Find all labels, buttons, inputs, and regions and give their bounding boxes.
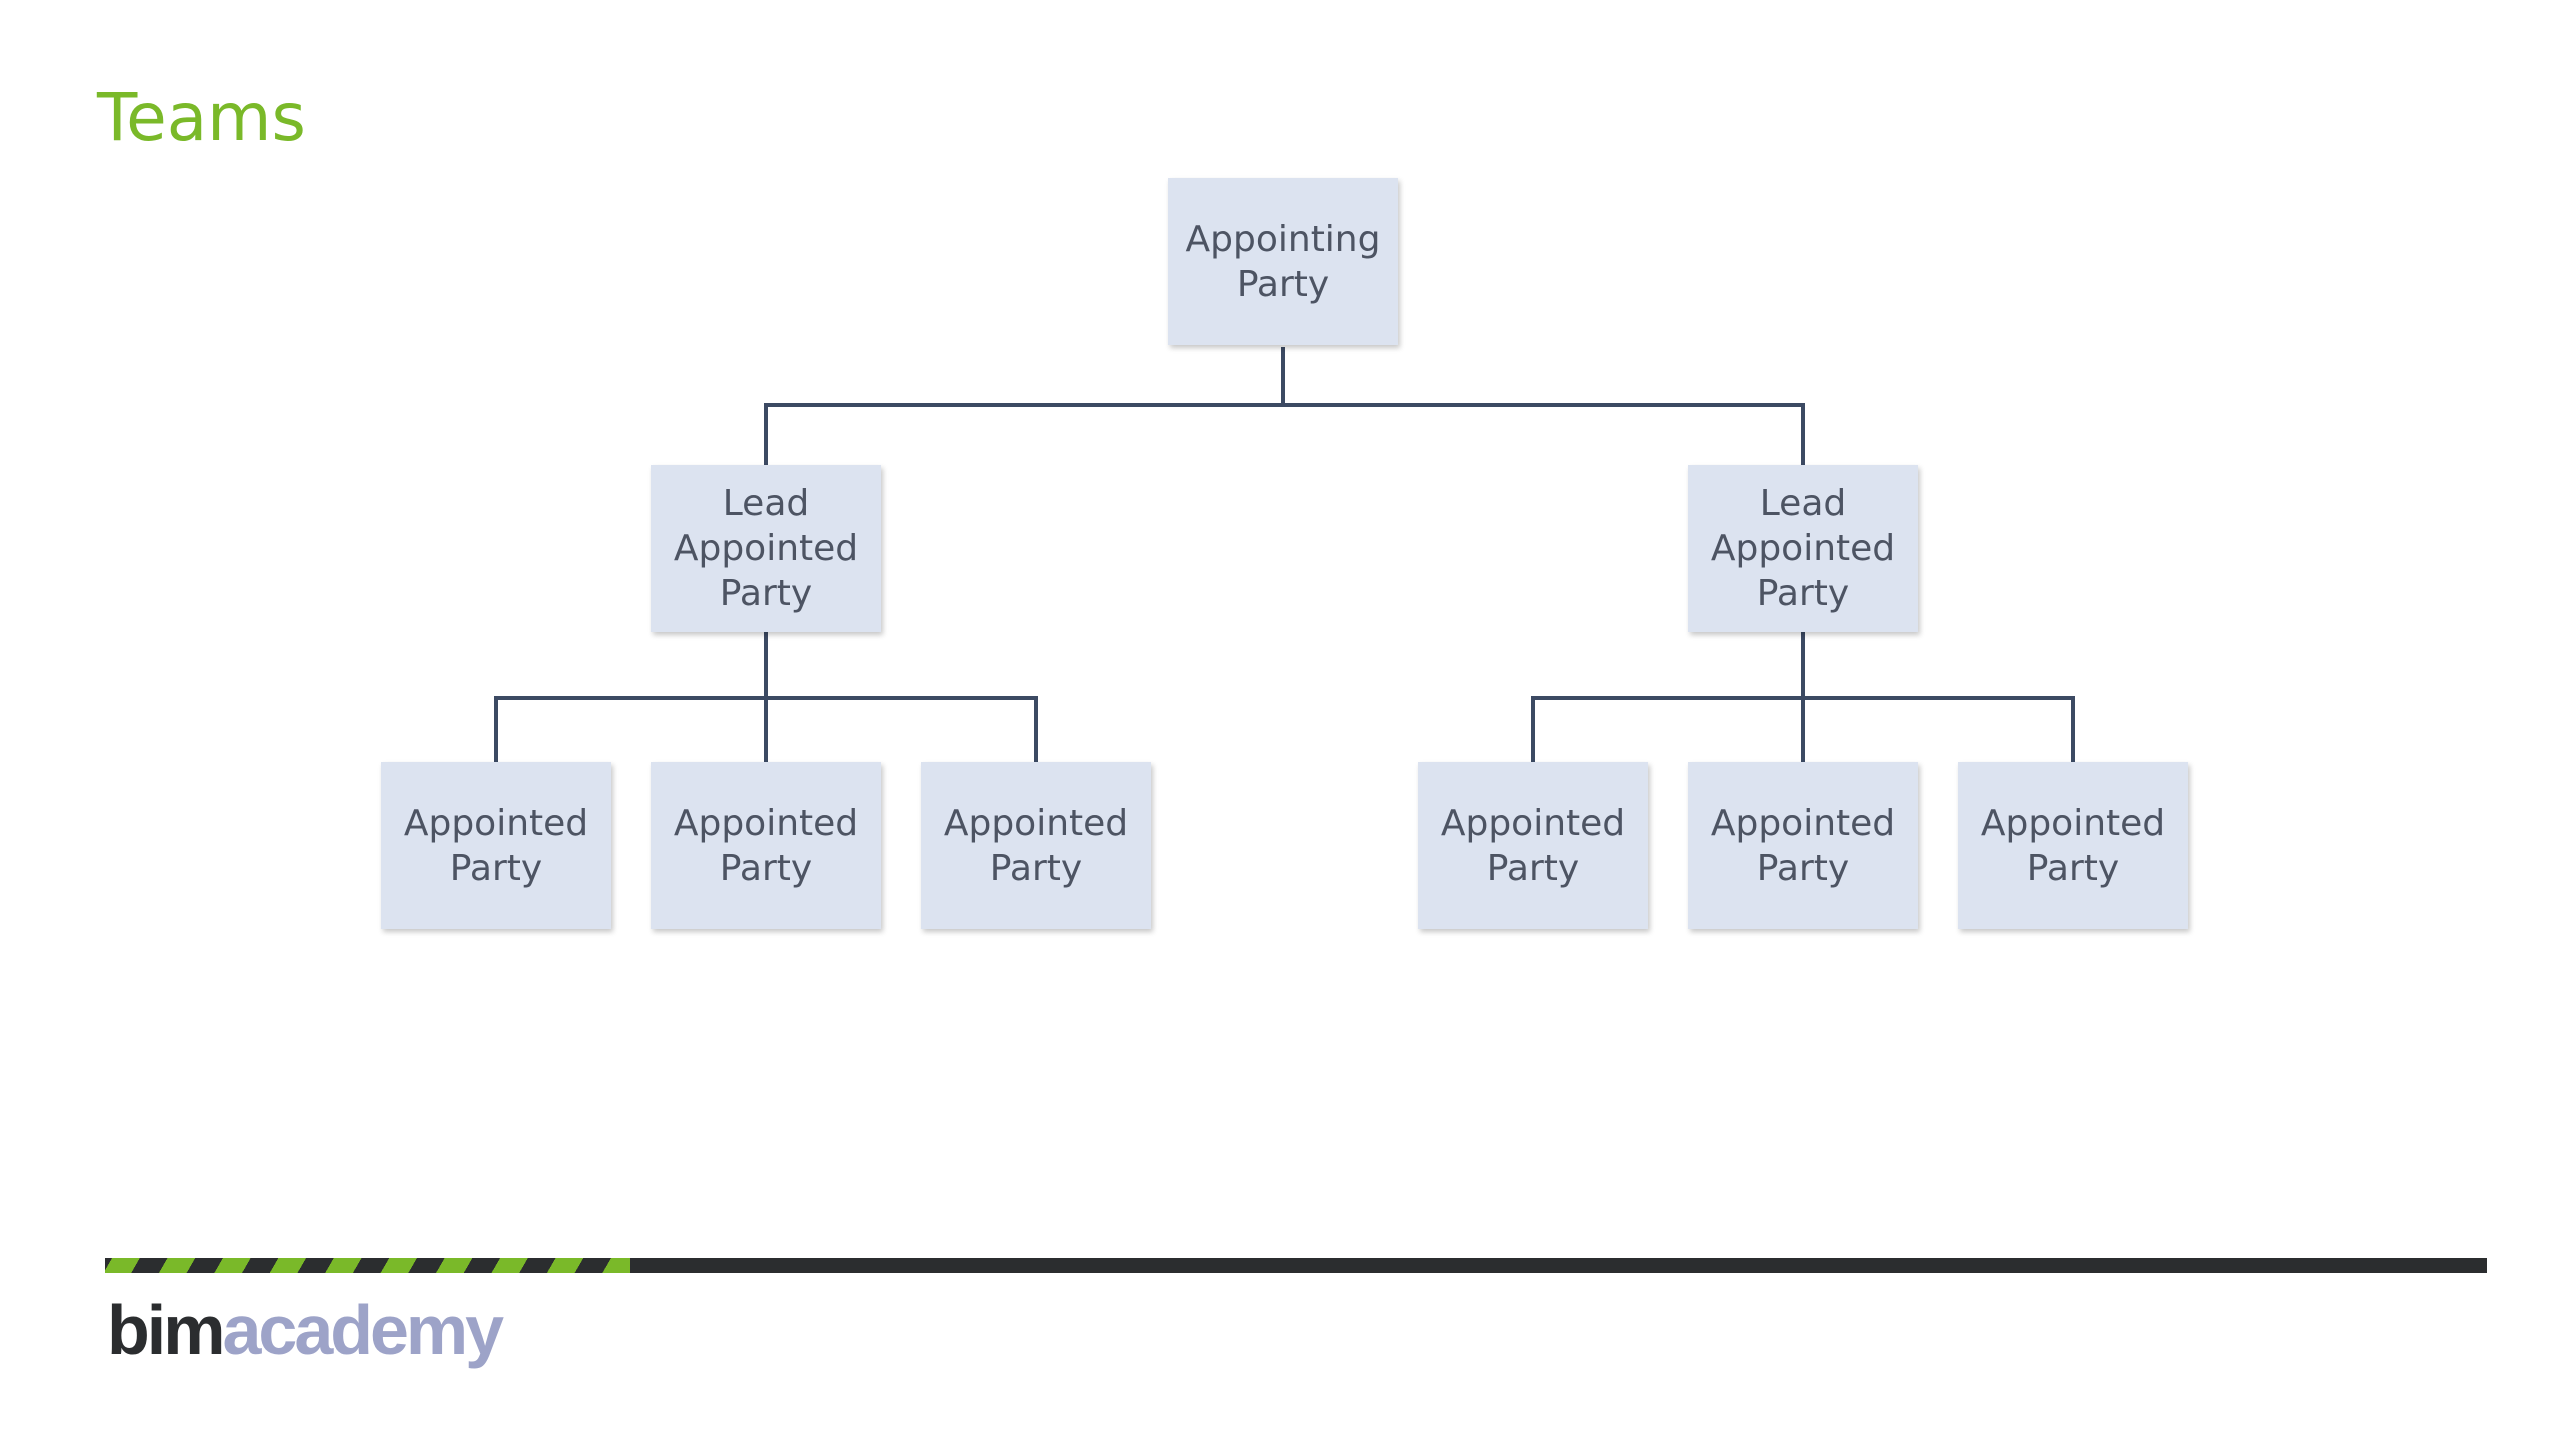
node-appointed-party-right-3: Appointed Party bbox=[1958, 762, 2188, 929]
node-appointed-party-left-2: Appointed Party bbox=[651, 762, 881, 929]
logo-academy-text: academy bbox=[222, 1291, 504, 1369]
footer-divider-bar bbox=[105, 1258, 2487, 1273]
node-label: Appointed Party bbox=[1440, 802, 1626, 889]
node-label: Lead Appointed Party bbox=[1710, 483, 1896, 614]
node-lead-appointed-party-right: Lead Appointed Party bbox=[1688, 465, 1918, 632]
node-appointed-party-right-1: Appointed Party bbox=[1418, 762, 1648, 929]
node-appointed-party-left-3: Appointed Party bbox=[921, 762, 1151, 929]
node-appointed-party-left-1: Appointed Party bbox=[381, 762, 611, 929]
node-label: Lead Appointed Party bbox=[673, 483, 859, 614]
connector-root-leads bbox=[764, 347, 1805, 465]
node-label: Appointed Party bbox=[1980, 802, 2166, 889]
node-label: Appointing Party bbox=[1185, 218, 1381, 305]
logo-bim-text: bim bbox=[107, 1291, 225, 1369]
node-label: Appointed Party bbox=[673, 802, 859, 889]
connector-lead-right-children bbox=[1531, 632, 2075, 762]
slide-title: Teams bbox=[97, 79, 306, 156]
node-label: Appointed Party bbox=[1710, 802, 1896, 889]
bimacademy-logo: bimacademy bbox=[107, 1290, 504, 1370]
node-lead-appointed-party-left: Lead Appointed Party bbox=[651, 465, 881, 632]
footer-stripe-pattern bbox=[105, 1258, 630, 1273]
node-appointing-party: Appointing Party bbox=[1168, 178, 1398, 345]
node-label: Appointed Party bbox=[943, 802, 1129, 889]
node-appointed-party-right-2: Appointed Party bbox=[1688, 762, 1918, 929]
node-label: Appointed Party bbox=[403, 802, 589, 889]
connector-lead-left-children bbox=[494, 632, 1038, 762]
